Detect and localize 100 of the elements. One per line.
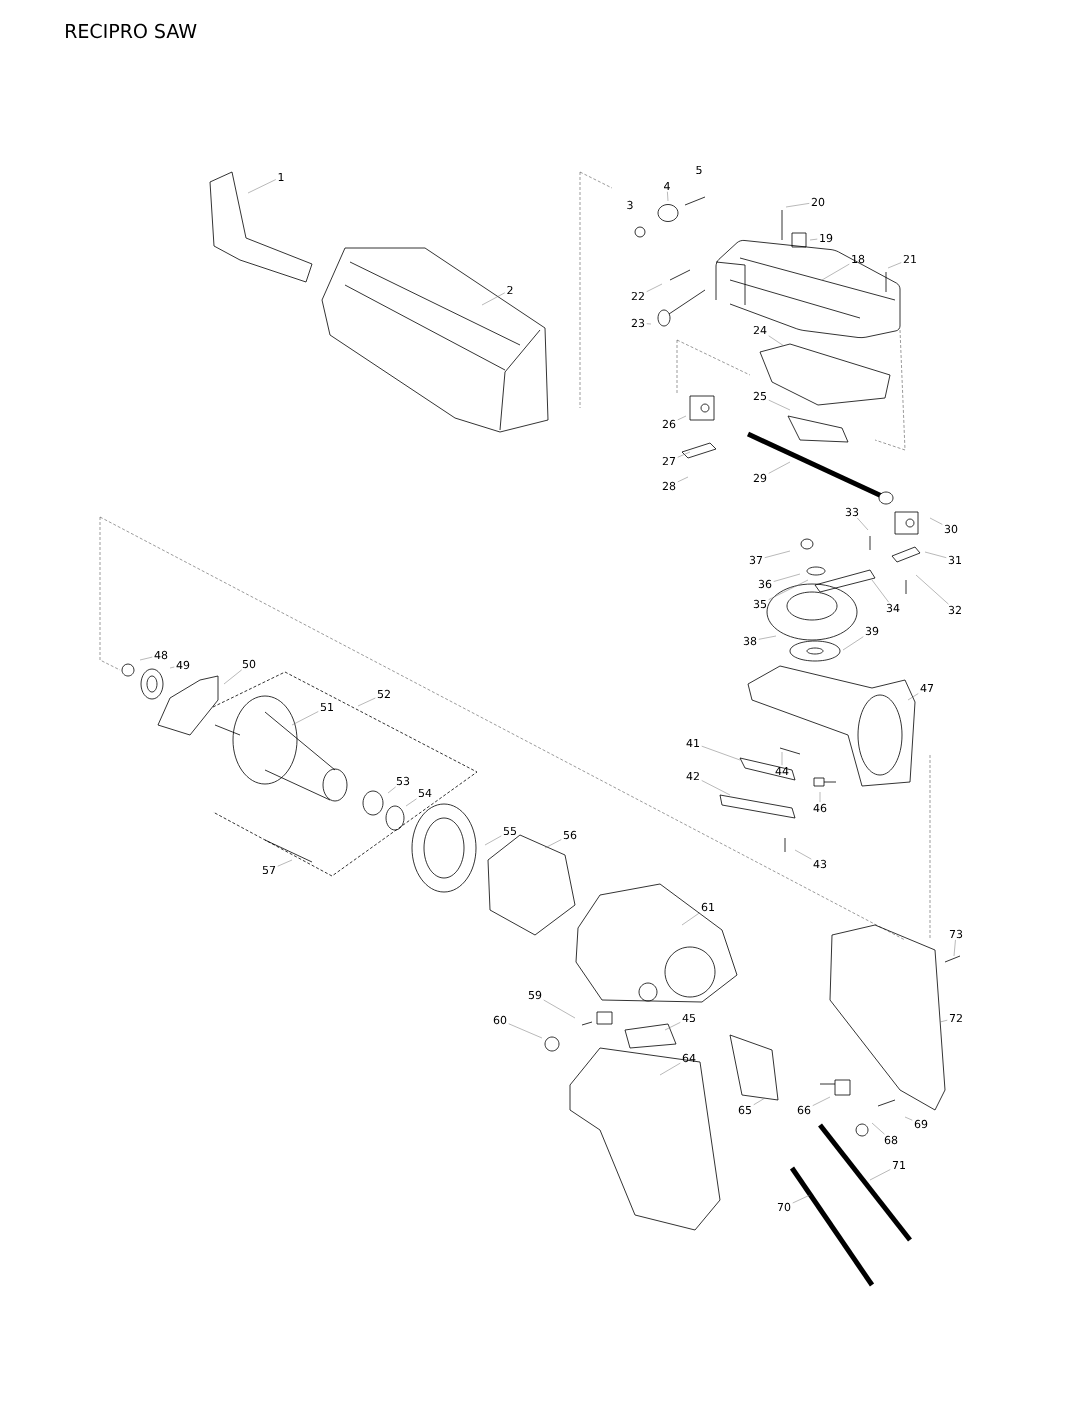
leader-line (291, 711, 319, 726)
leader-line (809, 238, 818, 241)
leader-line (792, 1194, 811, 1204)
callout-number: 26 (662, 419, 676, 429)
callout-number: 30 (944, 524, 958, 534)
callout-number: 19 (820, 233, 833, 243)
callout-number: 54 (418, 788, 432, 798)
callout-number: 49 (176, 660, 190, 670)
leader-line (753, 1097, 766, 1106)
callout-number: 36 (758, 579, 772, 589)
leader-line (677, 415, 687, 421)
callout-number: 32 (948, 605, 961, 615)
leader-line (387, 786, 396, 794)
callout-number: 71 (892, 1161, 905, 1169)
callout-number: 42 (686, 771, 699, 781)
callout-number: 46 (813, 803, 827, 813)
leader-line (659, 1062, 681, 1076)
leader-line (871, 579, 889, 603)
leader-line (929, 517, 943, 525)
callout-number: 27 (662, 456, 676, 466)
callout-number: 64 (682, 1053, 696, 1063)
title: RECIPRO SAW (66, 23, 197, 39)
callout-number: 51 (320, 702, 333, 712)
leader-line (646, 323, 652, 325)
callout-number: 37 (749, 555, 763, 565)
leader-line (484, 835, 502, 846)
callout-number: 1 (278, 173, 284, 181)
leader-line (544, 839, 562, 849)
callout-number: 70 (777, 1202, 791, 1212)
leader-line (508, 1023, 543, 1039)
callout-number: 57 (262, 865, 276, 875)
leader-line (664, 1022, 681, 1031)
leader-line (924, 551, 947, 558)
leader-line (681, 912, 700, 926)
callout-number: 60 (493, 1015, 507, 1025)
leader-line (904, 1116, 913, 1121)
callout-number: 29 (753, 473, 767, 483)
leader-line (821, 263, 850, 281)
leader-line (405, 798, 417, 807)
callout-number: 2 (507, 285, 513, 295)
leader-line (819, 791, 821, 803)
leader-line (907, 693, 919, 701)
leader-line (785, 203, 810, 208)
leader-line (953, 939, 956, 957)
callout-number: 47 (920, 684, 934, 692)
callout-number: 33 (845, 507, 859, 517)
leader-line (646, 283, 663, 292)
callout-number: 18 (852, 254, 865, 264)
callout-number: 52 (377, 689, 390, 699)
leader-line (773, 573, 801, 582)
callout-number: 61 (701, 902, 714, 912)
leader-line (871, 1122, 885, 1135)
leader-line (764, 550, 791, 558)
leader-line (812, 1096, 831, 1106)
callout-number: 53 (396, 776, 410, 786)
leader-line (781, 751, 783, 766)
leader-line (677, 451, 691, 458)
callout-number: 59 (528, 990, 542, 1000)
callout-number: 5 (696, 165, 702, 175)
leader-line (768, 579, 809, 600)
callout-number: 24 (753, 325, 767, 335)
leader-line (701, 745, 741, 761)
callout-number: 44 (775, 767, 789, 775)
callout-number: 4 (664, 182, 670, 190)
callout-number: 31 (948, 555, 961, 565)
leader-line (768, 399, 791, 411)
callout-number: 69 (914, 1119, 928, 1129)
callout-number: 35 (753, 599, 767, 609)
leader-line (677, 476, 689, 483)
callout-number: 21 (903, 254, 916, 264)
callout-number: 25 (753, 391, 767, 401)
leader-line (543, 999, 576, 1019)
callout-number: 73 (949, 929, 963, 939)
leader-line (915, 574, 949, 605)
leader-line (667, 191, 669, 202)
callout-number: 28 (662, 481, 676, 491)
callout-number: 3 (627, 200, 633, 210)
callout-number: 48 (154, 650, 168, 660)
callout-number: 38 (743, 636, 757, 646)
leader-line (139, 656, 153, 661)
callout-number: 39 (865, 626, 879, 636)
leader-line (223, 669, 242, 685)
callout-number: 41 (686, 739, 699, 747)
callout-number: 45 (682, 1013, 696, 1023)
callout-number: 66 (797, 1105, 811, 1115)
leader-line (869, 1169, 891, 1181)
leader-line (768, 335, 785, 347)
callout-number: 23 (631, 318, 645, 328)
leader-line (701, 780, 731, 796)
leader-line (277, 859, 293, 867)
leader-line (481, 292, 506, 306)
leader-line (169, 666, 175, 669)
leader-line (247, 179, 277, 194)
leader-line (939, 1019, 948, 1023)
callout-number: 22 (631, 291, 644, 301)
leader-line (758, 635, 777, 640)
leader-line (842, 636, 864, 651)
leader-line (768, 461, 791, 474)
leader-line (887, 262, 902, 269)
callout-number: 56 (563, 830, 577, 840)
